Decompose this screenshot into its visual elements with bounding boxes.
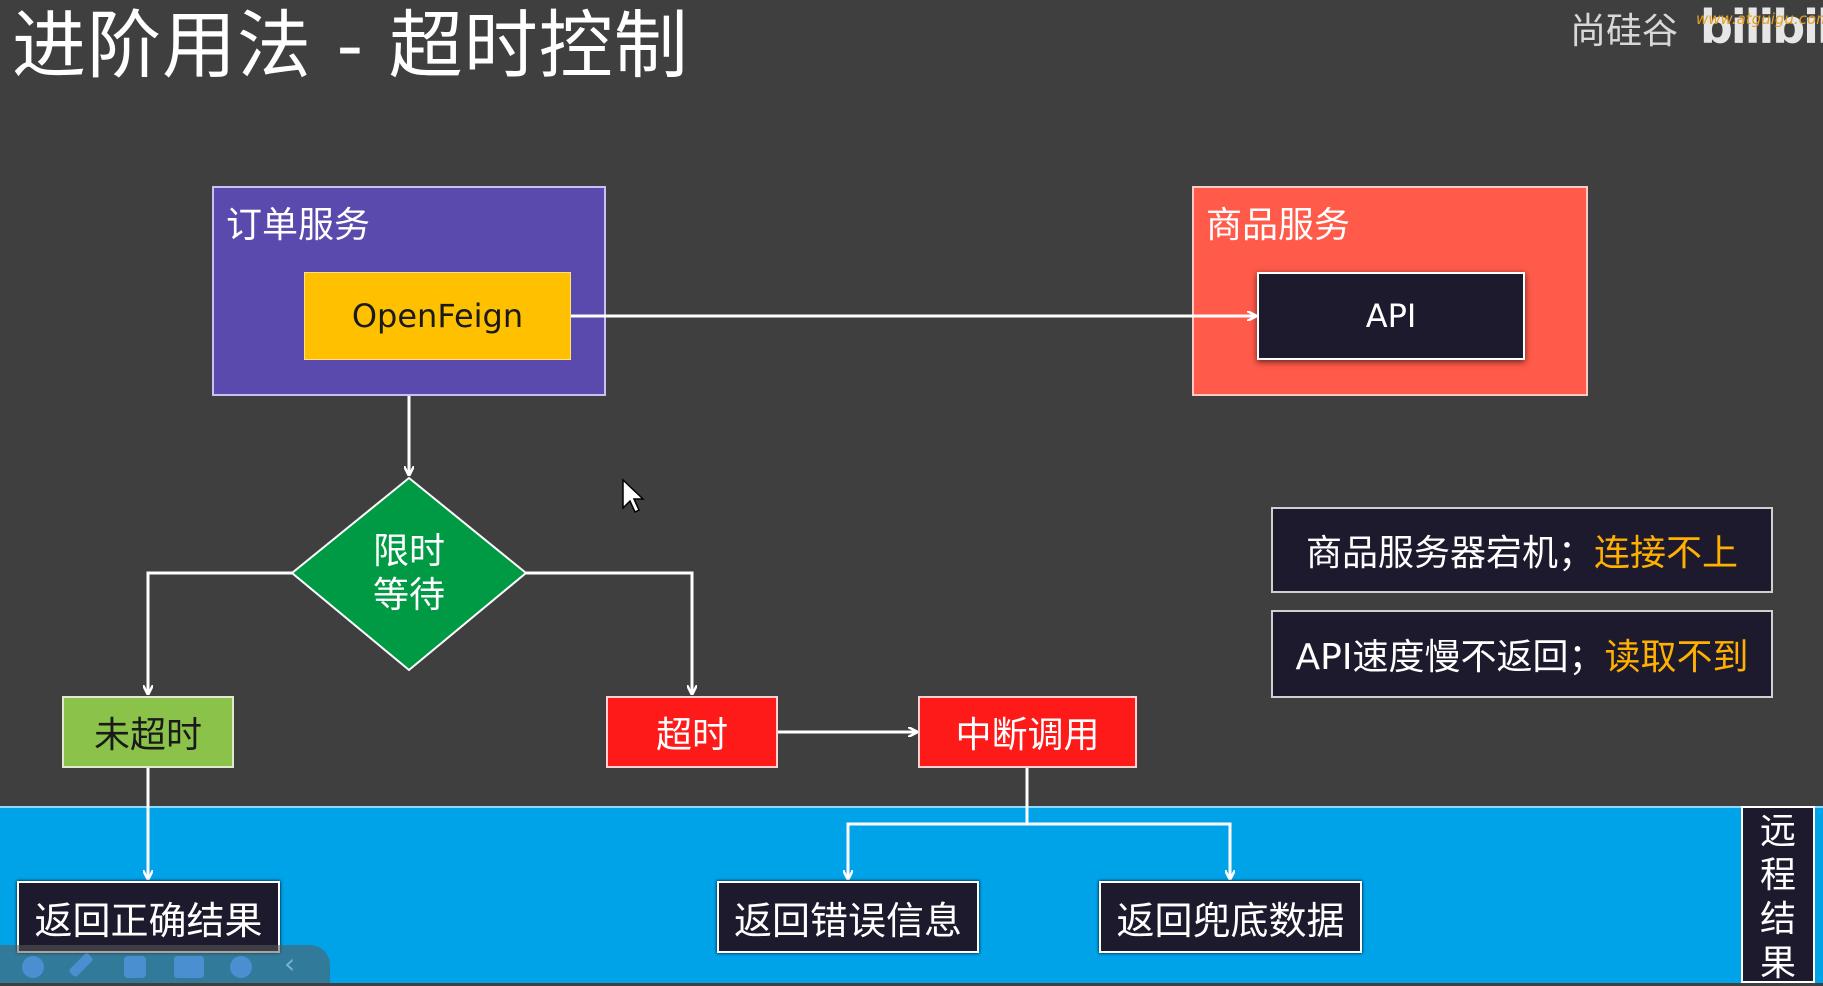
note-connection-failed: 商品服务器宕机；连接不上 [1271, 507, 1773, 593]
product-service-label: 商品服务 [1206, 205, 1351, 246]
screenshot-icon[interactable] [124, 956, 146, 978]
arrow-interrupt-split [848, 768, 1029, 878]
play-icon[interactable] [22, 956, 44, 978]
order-service-label: 订单服务 [226, 205, 371, 246]
api-box: API [1257, 272, 1525, 360]
side-label-char-2: 程 [1759, 855, 1796, 896]
camera-icon[interactable] [174, 956, 204, 978]
note-1-text: 商品服务器宕机； [1305, 533, 1594, 574]
arrow-decision-to-timeout [526, 571, 692, 693]
not-timeout-box: 未超时 [62, 696, 234, 768]
arrow-decision-to-not-timeout [148, 571, 292, 693]
brand-url: www.atguigu.com [1696, 10, 1823, 28]
player-toolbar [0, 945, 330, 983]
decision-label: 限时 等待 [329, 530, 489, 618]
note-2-highlight: 读取不到 [1604, 637, 1749, 678]
brand-logo-text: 尚硅谷 [1570, 11, 1679, 52]
openfeign-box: OpenFeign [304, 272, 571, 360]
mouse-cursor-icon [622, 478, 645, 514]
interrupt-call-box: 中断调用 [918, 696, 1137, 768]
collapse-chevron-icon[interactable]: ‹ [284, 947, 296, 980]
arrow-interrupt-to-fallback [1027, 822, 1230, 878]
decision-line-2: 等待 [372, 575, 445, 616]
bilibili-logo: bilibili [1700, 0, 1823, 54]
result-correct-box: 返回正确结果 [17, 881, 280, 953]
note-1-highlight: 连接不上 [1594, 533, 1739, 574]
note-2-text: API速度慢不返回； [1295, 637, 1605, 678]
result-fallback-box: 返回兜底数据 [1099, 881, 1362, 953]
result-error-box: 返回错误信息 [717, 881, 979, 953]
side-label-char-4: 果 [1759, 943, 1796, 984]
note-read-timeout: API速度慢不返回；读取不到 [1271, 610, 1773, 698]
more-icon[interactable] [230, 956, 252, 978]
side-label-char-3: 结 [1759, 899, 1796, 940]
decision-line-1: 限时 [372, 531, 445, 572]
side-label-char-1: 远 [1759, 811, 1796, 852]
timeout-box: 超时 [606, 696, 778, 768]
decision-diamond [290, 476, 528, 672]
page-title: 进阶用法 - 超时控制 [12, 3, 689, 89]
remote-result-side-label: 远 程 结 果 [1741, 806, 1815, 984]
